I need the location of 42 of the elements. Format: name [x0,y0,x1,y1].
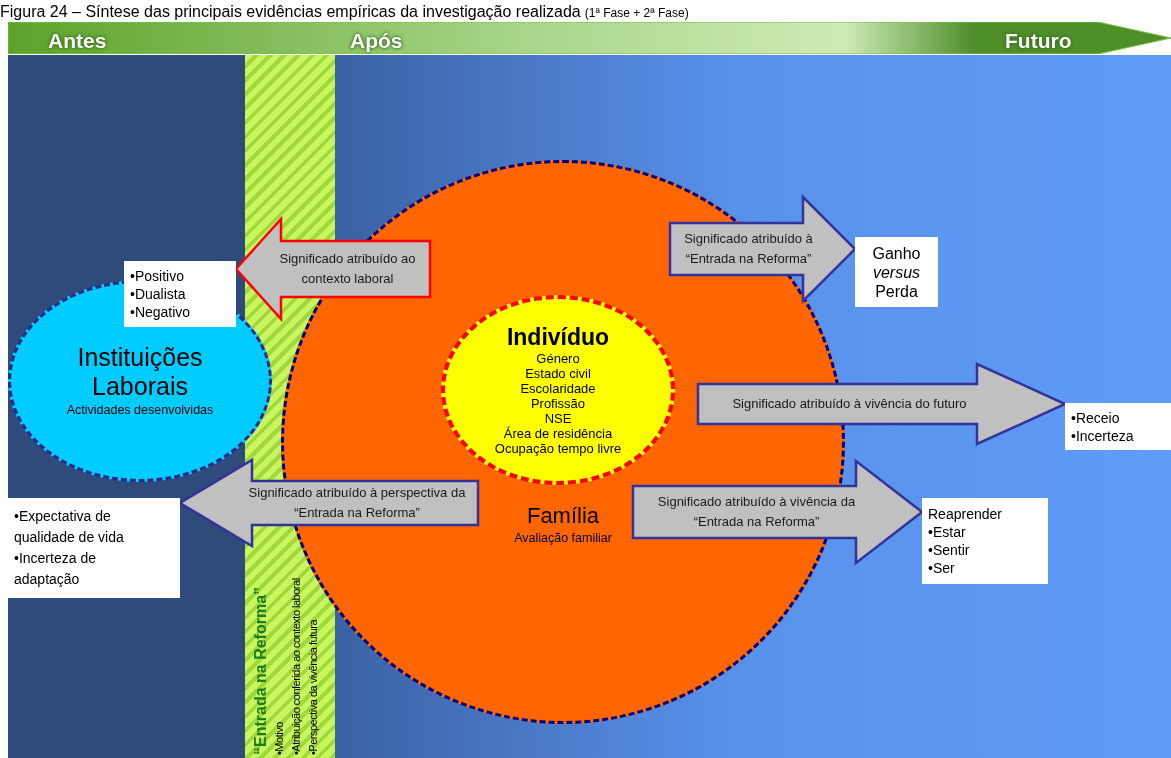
circle-heading: Indivíduo [506,324,610,351]
bullet-text: •Dualista [130,285,186,303]
edge-label: Significado atribuído à vivência do futuro [732,395,967,413]
edge-label: Significado atribuído ao contexto laboral [278,250,417,288]
attribute-text: Género [536,351,580,366]
edge-label: Significado atribuído à vivência da “Entrada na Reforma” [656,493,857,531]
attribute-text: Estado civil [525,366,591,381]
attribute-text: Ocupação tempo livre [494,441,622,456]
bullet-text: •Estar [928,523,966,541]
bullet-text: •Incerteza de adaptação [14,549,97,589]
block-arrow [668,194,857,304]
timeline-label: Antes [48,28,107,54]
block-arrow [631,458,925,566]
bullet-text: •Ser [928,559,955,577]
bullet-text: •Receio [1071,408,1120,427]
attribute-text: Área de residência [503,426,613,441]
band-bullet: •Atribuição conferida ao contexto laboral [289,578,303,755]
attribute-text: NSE [544,411,572,426]
band-bullet: •Perspectiva da vivência futura [306,619,320,755]
figure-subtitle: (1ª Fase + 2ª Fase) [584,5,689,22]
edge-label: Significado atribuído à “Entrada na Reforma” [683,230,814,268]
bullet-text: Ganho versus Perda [871,243,922,301]
bullet-text: Reaprender [928,505,1002,523]
circle-subtitle: Avaliação familiar [514,530,612,547]
block-arrow [234,215,432,323]
attribute-text: Profissão [530,396,586,411]
bullet-text: •Expectativa de qualidade de vida [14,507,125,547]
timeline-label: Após [350,28,403,54]
ellipse-heading: Instituições Laborais [76,342,204,401]
bullet-text: •Incerteza [1071,426,1134,445]
attribute-text: Escolaridade [520,381,596,396]
band-bullet: •Motivo [272,722,286,755]
block-arrow [177,457,480,549]
figure-title: Figura 24 – Síntese das principais evidências empíricas da investigação realizada [0,2,581,22]
ellipse-subtitle: Actividades desenvolvidas [66,401,214,419]
timeline-label: Futuro [1005,28,1072,54]
bullet-text: •Positivo [130,267,184,285]
circle-heading: Família [526,503,600,529]
bullet-text: •Sentir [928,541,970,559]
band-heading: “Entrada na Reforma” [251,586,270,755]
edge-label: Significado atribuído à perspectiva da “Entrada na Reforma” [247,484,467,522]
bullet-text: •Negativo [130,303,191,321]
